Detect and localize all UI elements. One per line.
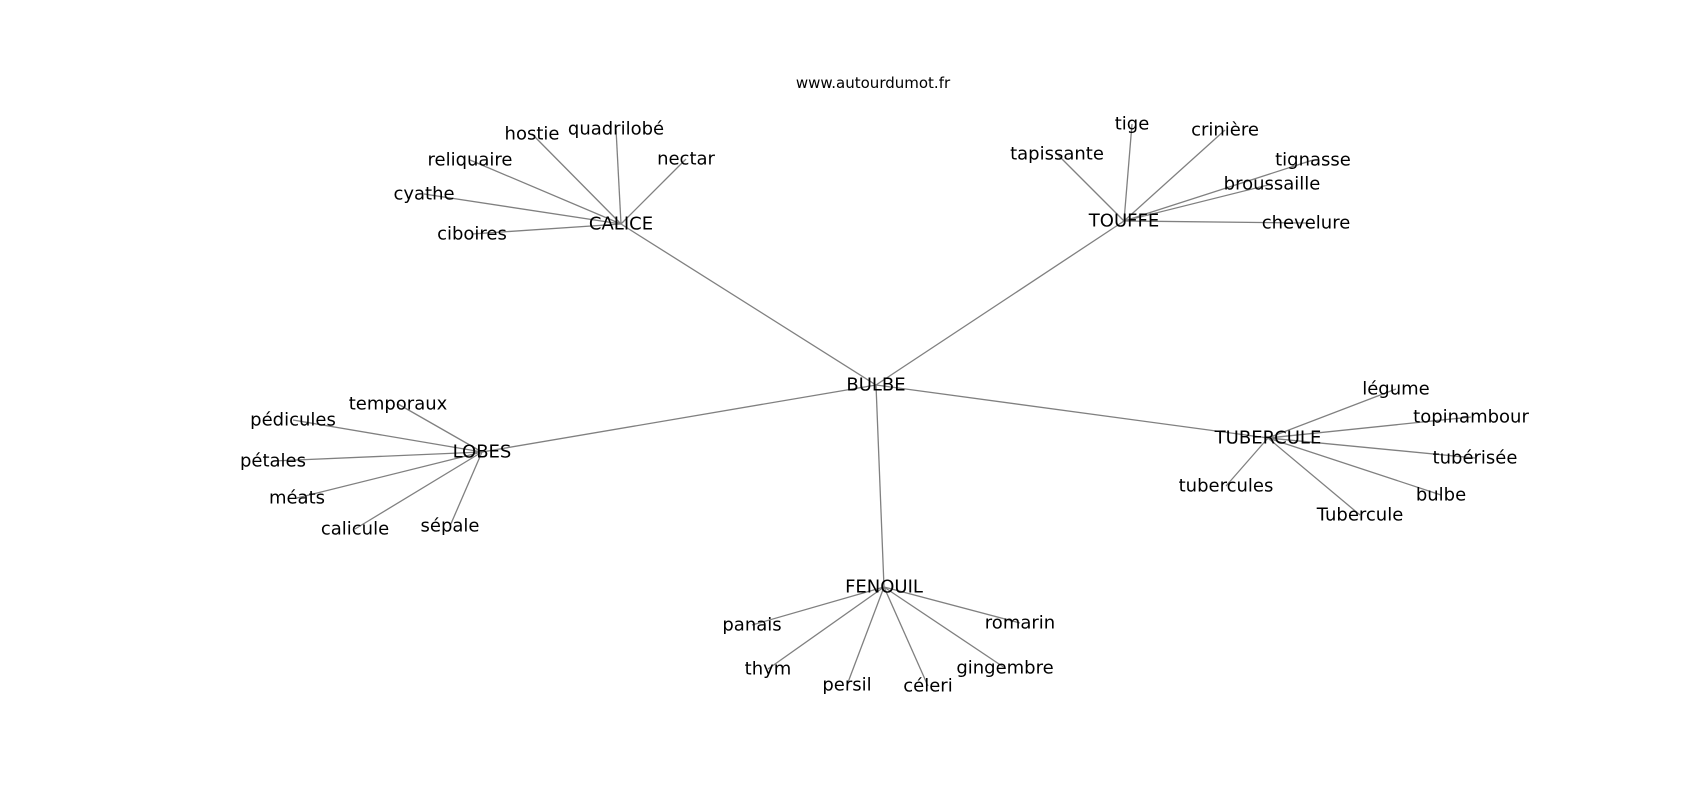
edge-touffe-word (1123, 183, 1273, 222)
edge-lobes-word (292, 419, 483, 453)
edge-tubercule-word (1267, 437, 1361, 516)
edge-touffe-word (1123, 159, 1314, 222)
word-label: topinambour (1413, 407, 1529, 428)
word-label: temporaux (349, 394, 448, 415)
edge-fenouil-word (883, 586, 1021, 624)
word-label: crinière (1191, 120, 1259, 141)
edge-calice-word (620, 158, 687, 225)
edge-fenouil-word (751, 586, 885, 626)
edge-center-to-tubercule (875, 384, 1269, 439)
edge-tubercule-word (1267, 416, 1472, 439)
word-label: pétales (240, 451, 306, 472)
edge-lobes-word (397, 403, 483, 453)
edge-fenouil-word (767, 586, 885, 670)
edge-tubercule-word (1267, 437, 1442, 496)
word-label: tige (1115, 114, 1150, 135)
word-label: panais (722, 615, 781, 636)
edge-calice-word (469, 159, 622, 225)
word-label: thym (745, 659, 792, 680)
edge-center-to-touffe (875, 220, 1125, 386)
word-label: quadrilobé (568, 119, 664, 140)
cluster-label: FENOUIL (845, 577, 923, 598)
word-label: céleri (903, 676, 952, 697)
word-label: tapissante (1010, 144, 1104, 165)
edge-lobes-word (354, 451, 483, 530)
word-label: bulbe (1416, 485, 1466, 506)
word-label: calicule (321, 519, 389, 540)
edge-touffe-word (1123, 123, 1133, 222)
edge-fenouil-word (883, 586, 929, 687)
edge-calice-word (615, 128, 622, 225)
word-label: gingembre (956, 658, 1053, 679)
word-label: pédicules (250, 410, 336, 431)
edge-lobes-word (272, 451, 483, 462)
word-label: tubercules (1179, 476, 1274, 497)
edge-tubercule-word (1267, 388, 1397, 439)
edge-fenouil-word (846, 586, 885, 686)
word-label: méats (269, 488, 325, 509)
word-label: sépale (421, 516, 480, 537)
edge-tubercule-word (1267, 437, 1476, 459)
edge-center-to-fenouil (875, 384, 885, 588)
word-label: romarin (985, 613, 1055, 634)
word-label: broussaille (1224, 174, 1321, 195)
edge-touffe-word (1056, 153, 1125, 222)
word-label: nectar (657, 149, 715, 170)
word-label: reliquaire (427, 150, 512, 171)
word-label: chevelure (1262, 213, 1351, 234)
word-label: tubérisée (1433, 448, 1518, 469)
edge-lobes-word (449, 451, 483, 527)
edge-touffe-word (1123, 129, 1226, 222)
edge-lobes-word (296, 451, 483, 499)
edge-tubercule-word (1225, 437, 1269, 487)
cluster-label: CALICE (589, 214, 653, 235)
edge-touffe-word (1123, 220, 1307, 224)
edge-fenouil-word (883, 586, 1006, 669)
edge-center-to-calice (620, 223, 877, 386)
word-label: persil (822, 675, 871, 696)
edge-calice-word (423, 193, 622, 225)
word-label: tignasse (1275, 150, 1351, 171)
site-url: www.autourdumot.fr (796, 74, 951, 92)
word-label: hostie (505, 124, 560, 145)
edge-calice-word (471, 223, 622, 235)
cluster-label: TUBERCULE (1214, 428, 1322, 449)
word-label: cyathe (393, 184, 454, 205)
edge-calice-word (531, 133, 622, 225)
edges-layer (272, 123, 1476, 687)
center-label: BULBE (846, 375, 905, 396)
word-label: légume (1362, 379, 1430, 400)
word-label: Tubercule (1316, 505, 1404, 526)
edge-center-to-lobes (481, 384, 877, 453)
cluster-label: LOBES (453, 442, 512, 463)
labels-layer: hostie quadrilobé nectar reliquaire cyathe ci… (240, 114, 1529, 697)
word-label: ciboires (437, 224, 507, 245)
cluster-label: TOUFFE (1088, 211, 1159, 232)
